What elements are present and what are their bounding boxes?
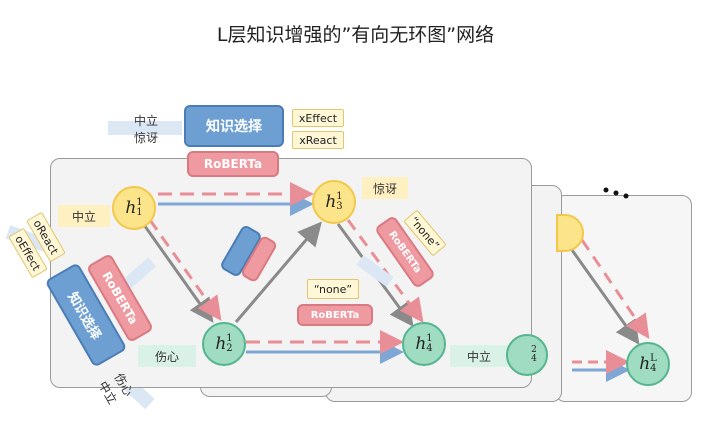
edge-h1-h2-gray bbox=[140, 221, 214, 323]
edge-right-gray bbox=[570, 249, 640, 345]
node-partial-top-right bbox=[556, 214, 584, 252]
tag-xeffect: xEffect bbox=[292, 109, 344, 127]
top-label-surprised: 惊讶 bbox=[134, 131, 159, 145]
diagram-title: L层知识增强的”有向无环图”网络 bbox=[216, 24, 495, 46]
edge-h3-h4-red bbox=[346, 219, 424, 323]
label-neutral-h1: 中立 bbox=[58, 205, 110, 227]
roberta-box-top: RoBERTa bbox=[187, 151, 279, 177]
node-partial-label: 2 4 bbox=[531, 345, 537, 364]
edge-right-red bbox=[580, 239, 650, 339]
knowledge-select-box-top: 知识选择 bbox=[184, 105, 284, 147]
tag-xreact: xReact bbox=[292, 131, 344, 149]
label-surprised-h3: 惊讶 bbox=[362, 177, 408, 199]
roberta-box-center: RoBERTa bbox=[297, 304, 373, 326]
label-sad-h2: 伤心 bbox=[138, 345, 196, 367]
edge-h2-h3-gray bbox=[234, 221, 322, 323]
tag-none-center: “none” bbox=[307, 279, 359, 299]
edge-h1-h2-red bbox=[148, 219, 222, 321]
label-neutral-h4: 中立 bbox=[450, 345, 508, 367]
node-partial-layer2: 2 4 bbox=[506, 334, 548, 376]
top-label-neutral: 中立 bbox=[134, 114, 159, 128]
